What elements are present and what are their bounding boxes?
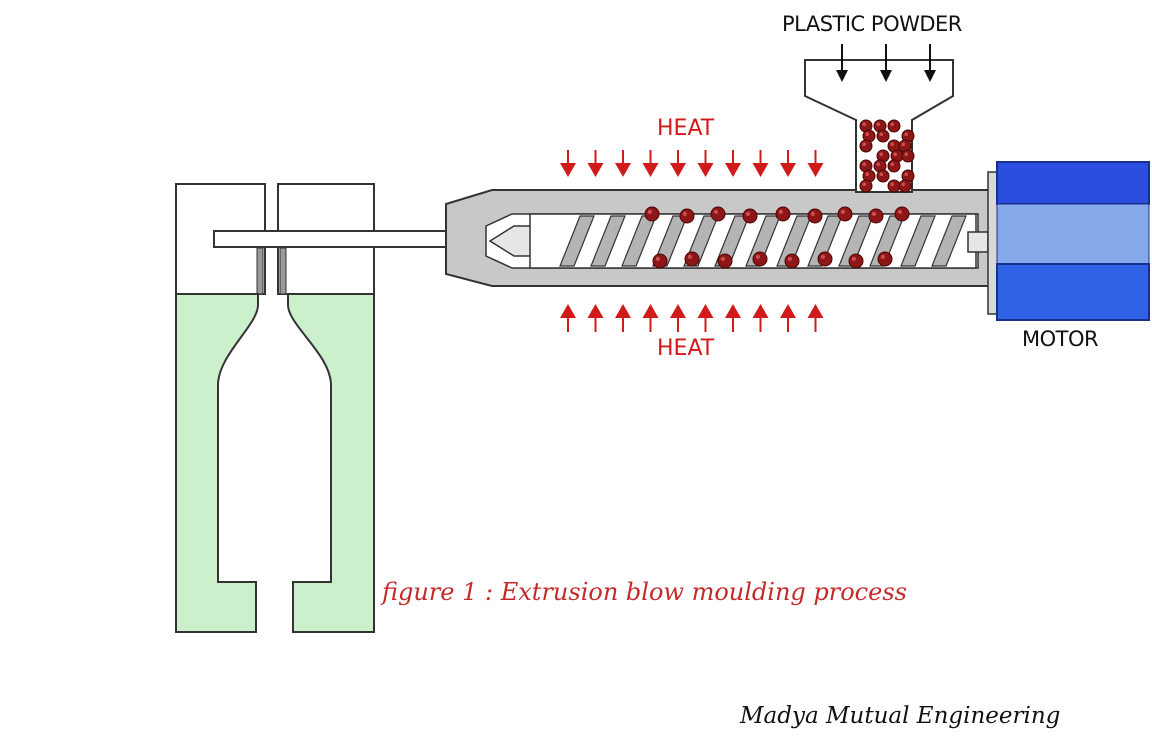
plastic-pellet-icon [684, 251, 700, 267]
plastic-pellet-icon [868, 208, 884, 224]
motor-body-middle [996, 203, 1150, 265]
mould-neck-right [279, 247, 287, 295]
heat-arrows-top [560, 150, 824, 177]
plastic-pellet-icon [752, 251, 768, 267]
screw-flights [559, 215, 967, 267]
plastic-pellet-icon [873, 119, 887, 133]
powder-arrow-icon [836, 44, 848, 82]
plastic-pellet-icon [894, 206, 910, 222]
plastic-pellet-icon [742, 208, 758, 224]
plastic-pellet-icon [817, 251, 833, 267]
plastic-pellet-icon [775, 206, 791, 222]
plastic-pellet-icon [898, 179, 912, 193]
plastic-pellet-icon [859, 179, 873, 193]
plastic-pellets [644, 119, 915, 269]
plastic-powder-label: PLASTIC POWDER [782, 12, 962, 36]
heat-arrow-icon [642, 150, 659, 177]
powder-arrows [836, 44, 936, 82]
heat-arrow-icon [697, 150, 714, 177]
plastic-pellet-icon [710, 206, 726, 222]
heat-arrow-icon [807, 150, 824, 177]
powder-arrow-icon [924, 44, 936, 82]
heat-arrows-bottom [560, 304, 824, 332]
plastic-pellet-icon [887, 179, 901, 193]
screw-flight [900, 215, 936, 267]
heat-arrow-icon [780, 304, 796, 332]
heat-arrow-icon [560, 304, 576, 332]
heat-arrow-icon [670, 150, 686, 177]
heat-arrow-icon [587, 304, 604, 332]
screw-flight [559, 215, 595, 267]
heat-arrow-icon [725, 304, 741, 332]
heat-arrow-icon [780, 150, 796, 177]
mould-right-half [287, 293, 375, 633]
plastic-pellet-icon [652, 253, 668, 269]
plastic-pellet-icon [877, 251, 893, 267]
heat-label-top: HEAT [657, 116, 715, 141]
screw-flight [590, 215, 626, 267]
heat-arrow-icon [807, 304, 824, 332]
plastic-pellet-icon [837, 206, 853, 222]
heat-arrow-icon [642, 304, 659, 332]
heat-arrow-icon [725, 150, 741, 177]
plastic-pellet-icon [859, 139, 873, 153]
blow-pin-tube [213, 230, 470, 248]
screw-end-collar [967, 231, 989, 253]
plastic-pellet-icon [901, 169, 915, 183]
heat-arrow-icon [615, 150, 631, 177]
heat-arrow-icon [752, 150, 769, 177]
plastic-pellet-icon [644, 206, 660, 222]
powder-arrow-icon [880, 44, 892, 82]
plastic-pellet-icon [784, 253, 800, 269]
credit-text: Madya Mutual Engineering [740, 703, 1061, 729]
heat-arrow-icon [670, 304, 686, 332]
mould [175, 183, 375, 633]
heat-arrow-icon [587, 150, 604, 177]
plastic-pellet-icon [848, 253, 864, 269]
extruder-barrel [445, 189, 997, 287]
motor-body-top [996, 161, 1150, 205]
heat-arrow-icon [560, 150, 576, 177]
plastic-pellet-icon [876, 169, 890, 183]
plastic-pellet-icon [679, 208, 695, 224]
plastic-pellet-icon [717, 253, 733, 269]
motor-label: MOTOR [1022, 327, 1099, 351]
heat-label-bottom: HEAT [657, 336, 715, 361]
motor-body-bottom [996, 263, 1150, 321]
mould-left-half [175, 293, 259, 633]
plastic-pellet-icon [887, 159, 901, 173]
mould-neck-left [256, 247, 264, 295]
plastic-pellet-icon [887, 139, 901, 153]
plastic-pellet-icon [901, 149, 915, 163]
figure-caption: figure 1 : Extrusion blow moulding proce… [382, 578, 907, 606]
heat-arrow-icon [697, 304, 714, 332]
screw-flight [931, 215, 967, 267]
heat-arrow-icon [752, 304, 769, 332]
plastic-pellet-icon [887, 119, 901, 133]
plastic-pellet-icon [876, 129, 890, 143]
plastic-pellet-icon [807, 208, 823, 224]
heat-arrow-icon [615, 304, 631, 332]
motor [987, 161, 1150, 321]
